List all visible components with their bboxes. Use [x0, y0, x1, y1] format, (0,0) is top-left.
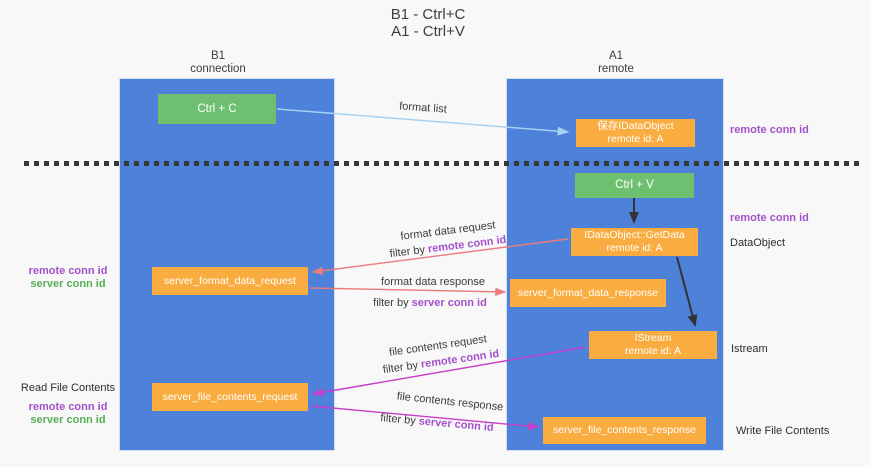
node-istream-line1: IStream — [634, 332, 672, 344]
lane-a1-role: remote — [598, 62, 634, 75]
lane-header-a1: A1 remote — [566, 50, 666, 75]
session-separator-line — [24, 161, 862, 166]
node-ctrl-c: Ctrl + C — [158, 94, 276, 124]
node-server-format-data-request: server_format_data_request — [152, 267, 308, 295]
node-server-format-data-response-label: server_format_data_response — [517, 286, 659, 299]
title-line-1: B1 - Ctrl+C — [390, 6, 466, 23]
node-idataobject-getdata-line1: IDataObject::GetData — [584, 229, 685, 241]
node-server-file-contents-request: server_file_contents_request — [152, 383, 308, 411]
filter-by-text: filter by — [379, 412, 417, 428]
node-save-idataobject: 保存IDataObject remote id: A — [576, 119, 695, 147]
label-file-contents-response: file contents response — [396, 390, 504, 414]
server-conn-id-text: server conn id — [411, 297, 487, 309]
left-label-group-file: Read File Contents remote conn id server… — [8, 382, 128, 427]
node-ctrl-v-label: Ctrl + V — [615, 179, 654, 191]
node-server-format-data-response: server_format_data_response — [510, 279, 666, 307]
filter-by-text: filter by — [389, 243, 426, 261]
left-label-server-conn-id-1: server conn id — [30, 278, 106, 290]
node-istream: IStream remote id: A — [589, 331, 717, 359]
left-label-remote-conn-id-1: remote conn id — [28, 265, 108, 277]
node-ctrl-c-label: Ctrl + C — [197, 102, 237, 115]
node-server-file-contents-response-label: server_file_contents_response — [552, 424, 696, 436]
left-label-read-file-contents: Read File Contents — [20, 382, 116, 394]
edge-format-data-response-arrow — [309, 287, 507, 296]
title-line-2: A1 - Ctrl+V — [391, 23, 465, 40]
server-conn-id-text: server conn id — [418, 415, 495, 434]
left-label-server-conn-id-2: server conn id — [30, 414, 106, 426]
node-server-file-contents-request-label: server_file_contents_request — [162, 390, 298, 403]
label-format-list: format list — [398, 100, 448, 116]
left-label-remote-conn-id-2: remote conn id — [28, 401, 108, 413]
diagram-title: B1 - Ctrl+C A1 - Ctrl+V — [328, 6, 528, 40]
node-save-idataobject-line2: remote id: A — [607, 133, 664, 145]
lane-header-b1: B1 connection — [168, 50, 268, 75]
filter-by-text: filter by — [373, 297, 409, 309]
node-istream-line2: remote id: A — [624, 345, 682, 357]
node-ctrl-v: Ctrl + V — [575, 173, 694, 198]
node-server-file-contents-response: server_file_contents_response — [543, 417, 706, 444]
lane-a1-name: A1 — [608, 50, 624, 62]
right-label-istream: Istream — [731, 343, 768, 355]
filter-by-text: filter by — [382, 359, 419, 377]
lane-b1-name: B1 — [210, 50, 226, 62]
right-label-write-file-contents: Write File Contents — [736, 425, 830, 437]
node-server-format-data-request-label: server_format_data_request — [164, 274, 296, 287]
node-idataobject-getdata: IDataObject::GetData remote id: A — [571, 228, 698, 256]
node-idataobject-getdata-line2: remote id: A — [606, 242, 663, 254]
lane-b1-role: connection — [190, 62, 246, 75]
left-label-group-format: remote conn id server conn id — [8, 265, 128, 291]
right-label-dataobject: DataObject — [730, 237, 786, 249]
label-format-data-response: format data response — [381, 276, 485, 288]
node-save-idataobject-line1: 保存IDataObject — [597, 120, 674, 132]
right-label-remote-conn-id-mid: remote conn id — [730, 212, 809, 224]
right-label-remote-conn-id-top: remote conn id — [730, 124, 809, 136]
